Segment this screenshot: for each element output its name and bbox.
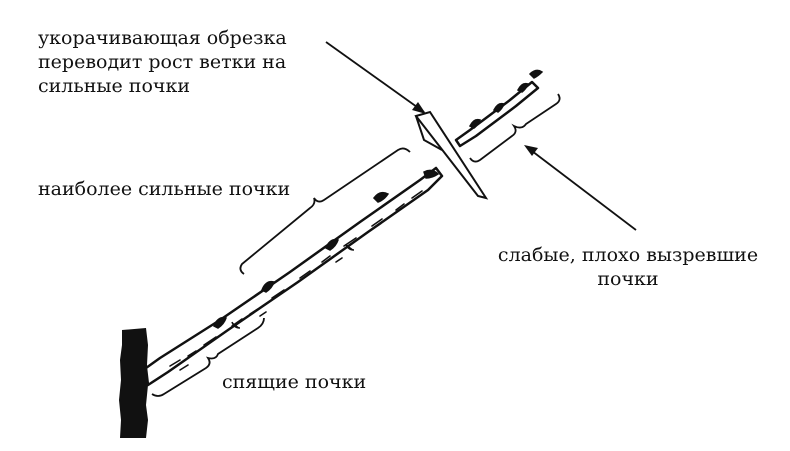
strong-buds-label: наиболее сильные почки xyxy=(38,178,291,200)
weak-buds-bracket xyxy=(469,93,561,163)
weak-arrow-icon xyxy=(524,145,637,231)
weak-buds-label: слабые, плохо вызревшие почки xyxy=(478,243,778,291)
weak-buds-label-line-2: почки xyxy=(597,268,659,290)
main-branch xyxy=(144,166,444,387)
dormant-buds-bracket xyxy=(151,317,265,397)
dormant-buds-label: спящие почки xyxy=(222,371,367,393)
pruning-label-line-3: сильные почки xyxy=(38,75,190,97)
pruning-arrow-icon xyxy=(325,41,426,114)
strong-buds-bracket xyxy=(239,147,411,275)
weak-shoot xyxy=(454,69,544,148)
pruning-label: укорачивающая обрезка переводит рост вет… xyxy=(38,26,287,98)
weak-buds-label-line-1: слабые, плохо вызревшие xyxy=(497,244,759,266)
trunk-icon xyxy=(119,328,148,438)
pruning-label-line-1: укорачивающая обрезка xyxy=(38,27,287,49)
pruning-label-line-2: переводит рост ветки на xyxy=(38,51,287,73)
